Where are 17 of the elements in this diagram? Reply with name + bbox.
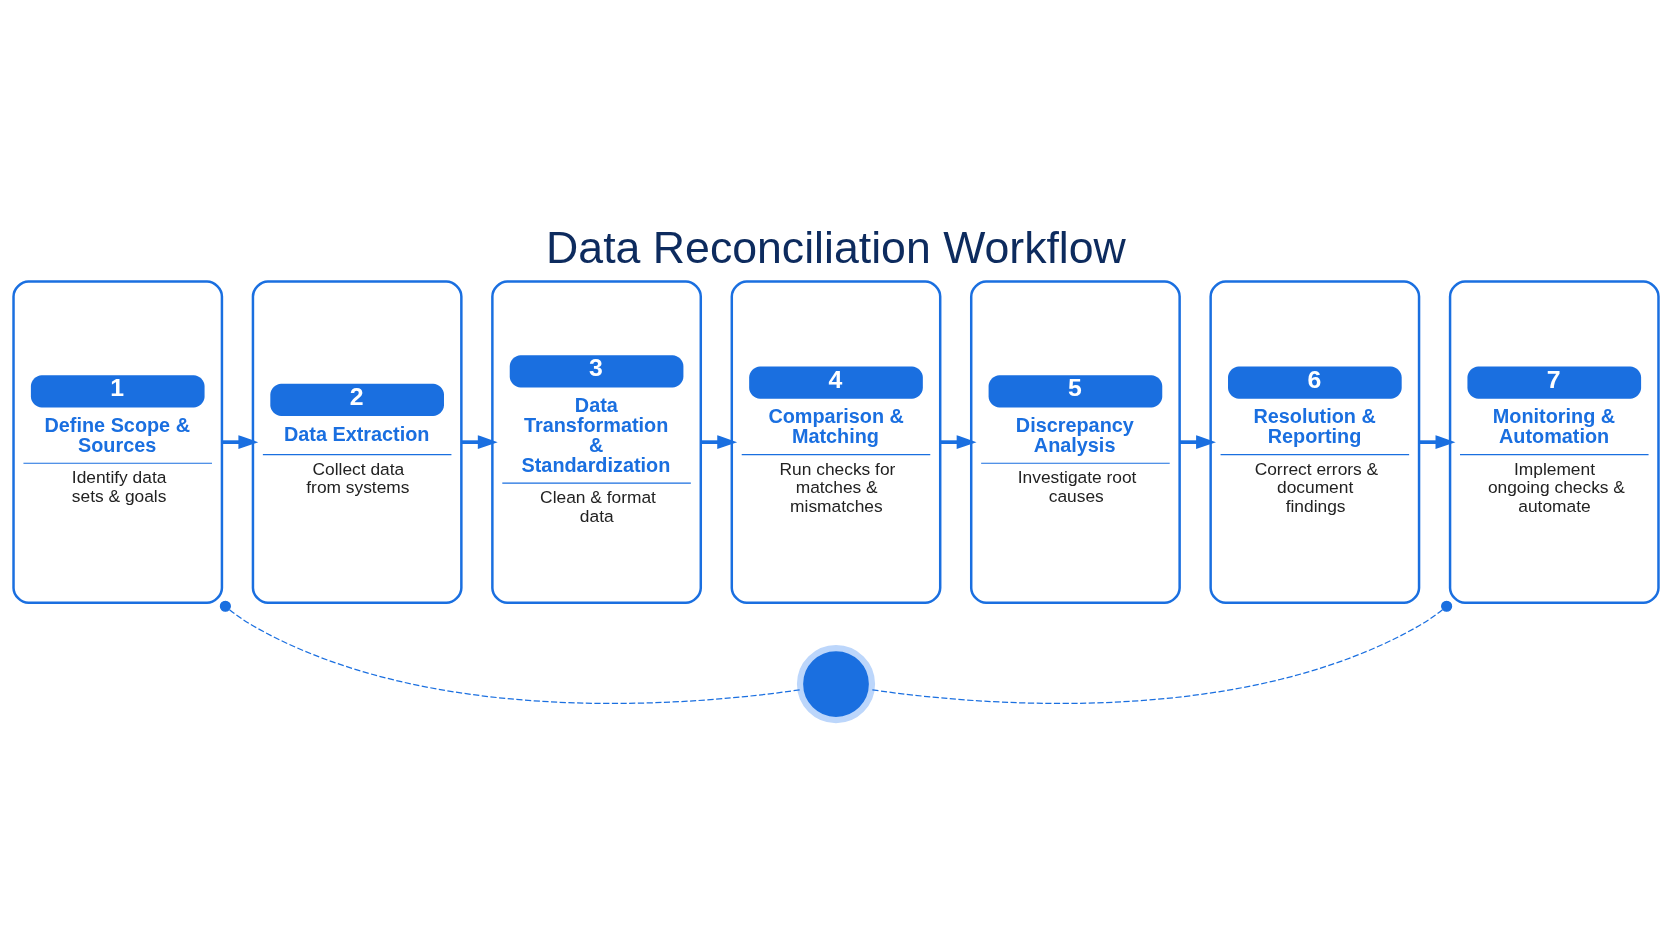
node-box: 4 Comparison & Matching Run checks for matches & mismatches <box>730 279 942 604</box>
arrow <box>1179 434 1216 449</box>
arrow <box>222 434 259 449</box>
node-circle <box>796 644 876 723</box>
node-box: 1 Define Scope & Sources Identify data sets & goals <box>12 279 224 604</box>
node-box: 6 Resolution & Reporting Correct errors & document findings <box>1209 279 1421 604</box>
arrow <box>701 434 738 449</box>
arrow <box>461 434 498 449</box>
node-box: 5 Discrepancy Analysis Investigate root causes <box>970 279 1181 604</box>
node-box: 7 Monitoring & Automation Implement ongoing checks & automate <box>1448 279 1660 604</box>
connector <box>219 600 801 704</box>
connector <box>871 600 1453 704</box>
node-box: 3 Data Transformation & Standardization Clean & format data <box>491 279 702 604</box>
arrow <box>940 434 977 449</box>
node-box: 2 Data Extraction Collect data from systems <box>251 279 463 604</box>
arrow <box>1419 434 1456 449</box>
diagram-title: Data Reconciliation Workflow <box>546 222 1126 272</box>
